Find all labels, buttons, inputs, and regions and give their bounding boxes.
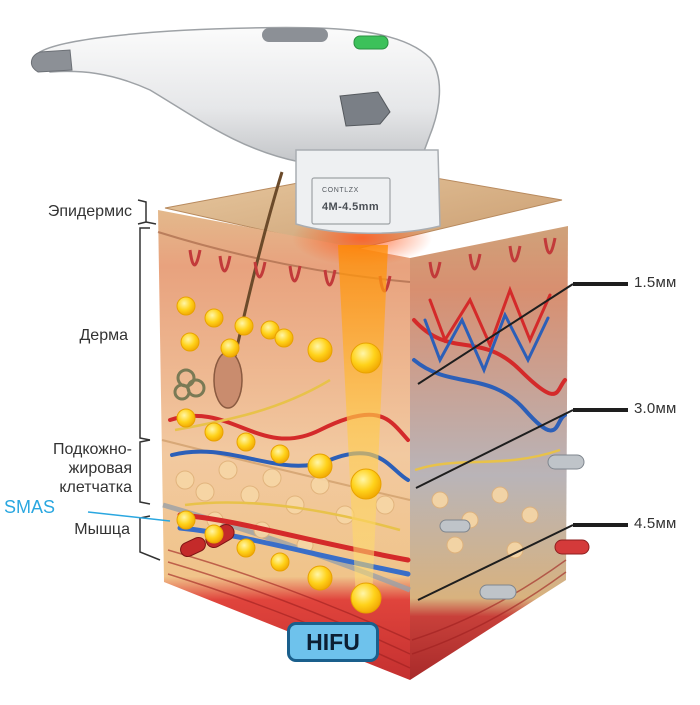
label-epidermis: Эпидермис <box>47 203 132 220</box>
focal-point <box>307 337 333 363</box>
focal-point <box>350 342 382 374</box>
focal-point <box>234 316 254 336</box>
vein <box>412 358 567 433</box>
top-button[interactable] <box>262 28 328 42</box>
focal-point <box>270 552 290 572</box>
focal-point <box>236 432 256 452</box>
focal-point <box>204 422 224 442</box>
focal-point <box>350 582 382 614</box>
focal-point <box>350 468 382 500</box>
focal-point <box>236 538 256 558</box>
side-button[interactable] <box>339 91 391 127</box>
muscle-fibers <box>167 549 567 669</box>
focal-point <box>176 296 196 316</box>
hifu-device: CONTLZX 4M-4.5mm <box>31 26 441 235</box>
smas-pointer-line <box>87 511 171 522</box>
hair-shaft <box>230 171 284 371</box>
focal-point <box>204 524 224 544</box>
bracket-dermis <box>139 227 151 441</box>
device-tip <box>31 49 73 73</box>
hifu-badge: HIFU <box>287 622 379 662</box>
focal-point <box>204 308 224 328</box>
depth-pointer-3 <box>417 524 574 601</box>
focal-points <box>176 296 382 614</box>
label-subcutaneous-line-1: Подкожно- <box>52 441 132 458</box>
artery <box>168 412 410 442</box>
cartridge-brand: CONTLZX <box>322 187 359 194</box>
label-muscle: Мышца <box>74 521 130 538</box>
artery <box>412 318 567 396</box>
layer-brackets <box>137 199 161 561</box>
cartridge-spec: 4M-4.5mm <box>322 201 379 213</box>
depth-pointer-2 <box>415 409 574 489</box>
skin-block-side <box>410 226 568 680</box>
power-button[interactable] <box>353 35 389 50</box>
focal-point <box>176 408 196 428</box>
beam-cone <box>338 245 388 600</box>
label-subcutaneous-line-3: клетчатка <box>59 479 132 496</box>
label-subcutaneous-line-2: жировая <box>68 460 132 477</box>
bracket-muscle <box>139 515 161 561</box>
bracket-epidermis <box>137 199 157 225</box>
vein <box>423 311 550 374</box>
skin-block <box>157 167 590 680</box>
focal-point <box>176 510 196 530</box>
depth-pointer-1 <box>417 283 574 385</box>
artery <box>428 285 552 350</box>
cartridge: CONTLZX 4M-4.5mm <box>295 149 441 235</box>
device-handle <box>39 26 441 163</box>
label-depth-1: 1.5мм <box>634 274 677 291</box>
label-dermis: Дерма <box>79 327 128 344</box>
focal-point <box>220 338 240 358</box>
depth-pointers <box>415 282 628 601</box>
focal-point <box>274 328 294 348</box>
focal-point <box>180 332 200 352</box>
bracket-subcutaneous <box>139 439 151 505</box>
focal-point <box>307 565 333 591</box>
label-depth-2: 3.0мм <box>634 400 677 417</box>
sweat-gland <box>173 368 206 401</box>
label-smas: SMAS <box>4 497 56 517</box>
focal-point <box>307 453 333 479</box>
label-depth-3: 4.5мм <box>634 515 677 532</box>
focal-point <box>270 444 290 464</box>
label-subcutaneous: Подкожно- жировая клетчатка <box>2 440 132 497</box>
dermal-papillae <box>188 237 557 293</box>
hair-follicle <box>213 351 243 409</box>
